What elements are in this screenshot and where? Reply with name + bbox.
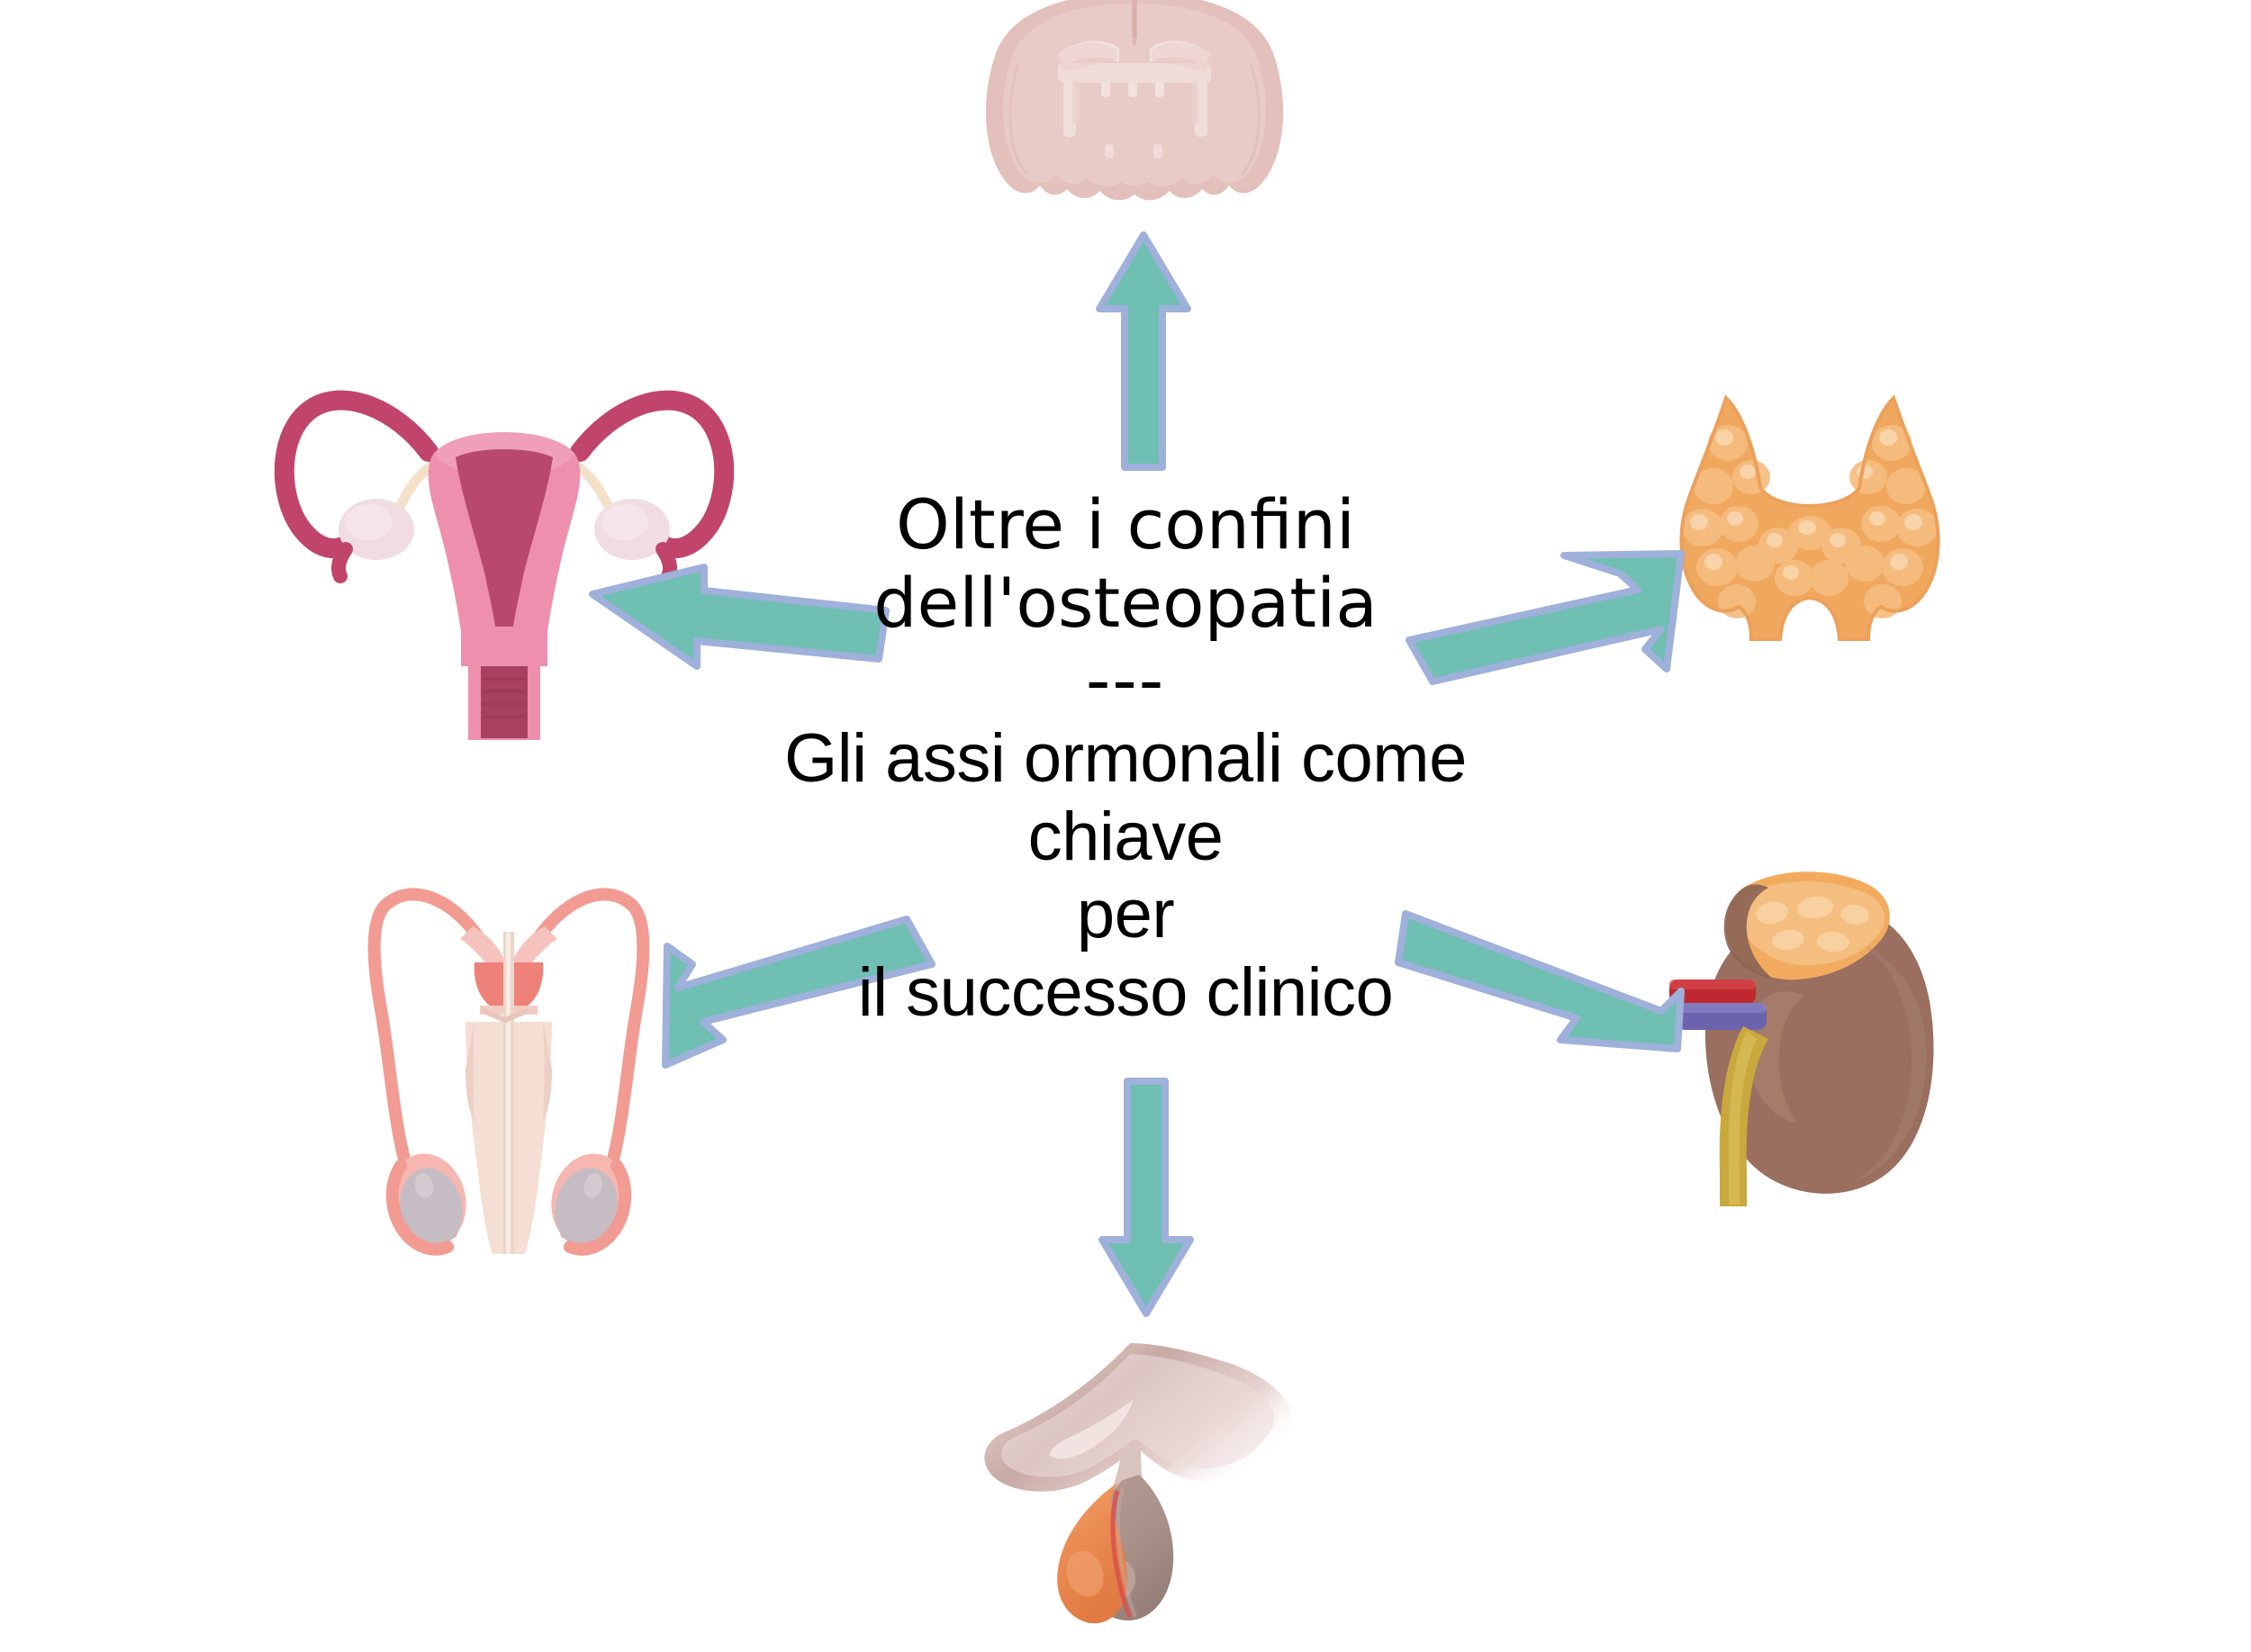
male-reproductive-icon (367, 888, 650, 1256)
pituitary-icon (984, 1343, 1293, 1624)
arrow-down-icon (1098, 1078, 1194, 1317)
thyroid-icon (1679, 394, 1940, 641)
brain-icon (985, 0, 1284, 201)
arrow-left-icon (589, 564, 890, 670)
female-reproductive-system (261, 369, 747, 747)
subtitle-line-2: chiave (1027, 798, 1224, 875)
male-reproductive-system (338, 851, 680, 1256)
arrow-down-right-icon (1395, 910, 1685, 1052)
kidney-with-adrenal-gland (1657, 819, 1990, 1215)
arrow-up-right-icon (1406, 550, 1685, 685)
pituitary-gland-and-hypothalamus (959, 1323, 1310, 1652)
arrow-to-kidney (1391, 905, 1688, 1058)
subtitle-line-1: Gli assi ormonali come (784, 719, 1467, 797)
arrow-to-thyroid (1400, 518, 1688, 689)
kidney-icon (1669, 871, 1934, 1206)
thyroid-gland (1661, 387, 1958, 693)
arrow-down-left-icon (662, 916, 936, 1069)
arrow-to-male-reproductive (653, 905, 941, 1076)
arrow-to-uterus (585, 558, 891, 693)
arrow-to-brain (1094, 230, 1193, 473)
arrow-up-icon (1096, 231, 1191, 471)
uterus-icon (274, 390, 735, 740)
arrow-to-pituitary (1097, 1076, 1196, 1319)
brain-coronal-section (968, 0, 1301, 234)
